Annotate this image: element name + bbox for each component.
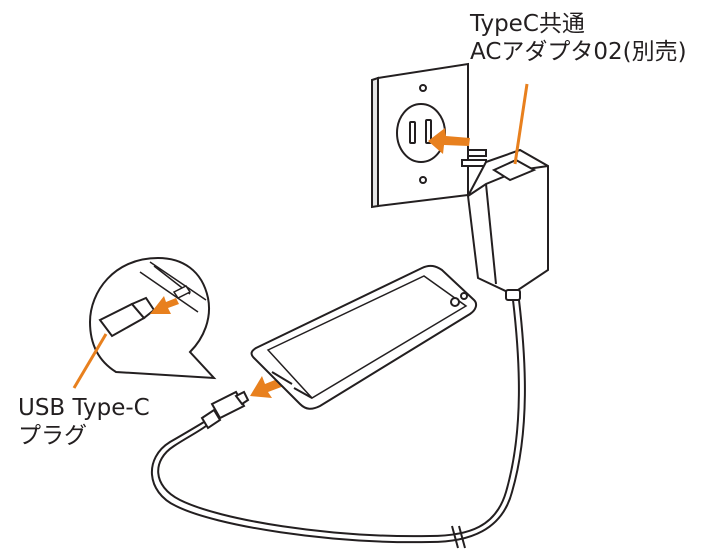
callout-port (172, 285, 192, 299)
adapter-prong-bottom (461, 159, 487, 167)
outlet-slot-right (425, 119, 432, 144)
phone-speaker (293, 387, 313, 399)
usb-plug-label-line2: プラグ (18, 423, 87, 449)
plug-leader-line (72, 333, 108, 389)
adapter-label-line1: TypeC共通 (470, 11, 585, 37)
adapter-label-line2: ACアダプタ02(別売) (470, 39, 687, 65)
arrow-to-outlet (428, 128, 470, 154)
plug-body (210, 390, 246, 420)
phone-camera-1 (450, 297, 460, 307)
wall-plate-edge (371, 76, 379, 209)
adapter-leader-line (513, 83, 529, 165)
adapter-label: TypeC共通 ACアダプタ02(別売) (470, 10, 687, 66)
wall-plate-screw-top (419, 84, 427, 92)
arrow-to-phone-shape (250, 376, 284, 398)
cable-inner (151, 299, 526, 544)
zoom-callout (88, 256, 217, 380)
plug-tip (234, 390, 250, 406)
adapter-prong-top (467, 149, 487, 157)
usb-c-plug (200, 390, 250, 430)
adapter-top-face (491, 158, 537, 182)
callout-arrow (150, 296, 179, 314)
adapter-side-edge (485, 183, 497, 285)
usb-plug-label: USB Type-C プラグ (18, 394, 150, 450)
wall-outlet (371, 62, 469, 209)
wall-plate-screw-bottom (419, 176, 427, 184)
ac-adapter (461, 148, 549, 301)
plug-strain-relief (200, 408, 222, 430)
arrow-to-phone (250, 376, 284, 398)
arrow-to-outlet-shape (428, 128, 470, 154)
usb-plug-label-line1: USB Type-C (18, 395, 150, 421)
phone-camera-2 (460, 292, 468, 300)
charging-cable (151, 299, 526, 549)
adapter-top-edge (467, 165, 549, 197)
smartphone (250, 264, 478, 410)
cable-break-mark (451, 525, 466, 549)
adapter-cable-strain (505, 289, 521, 301)
adapter-body (466, 148, 549, 296)
phone-body (250, 264, 478, 410)
outlet-socket (396, 103, 446, 163)
outlet-slot-left (409, 121, 416, 144)
phone-port (271, 371, 293, 385)
cable-outer (157, 299, 520, 538)
phone-screen (266, 275, 468, 399)
